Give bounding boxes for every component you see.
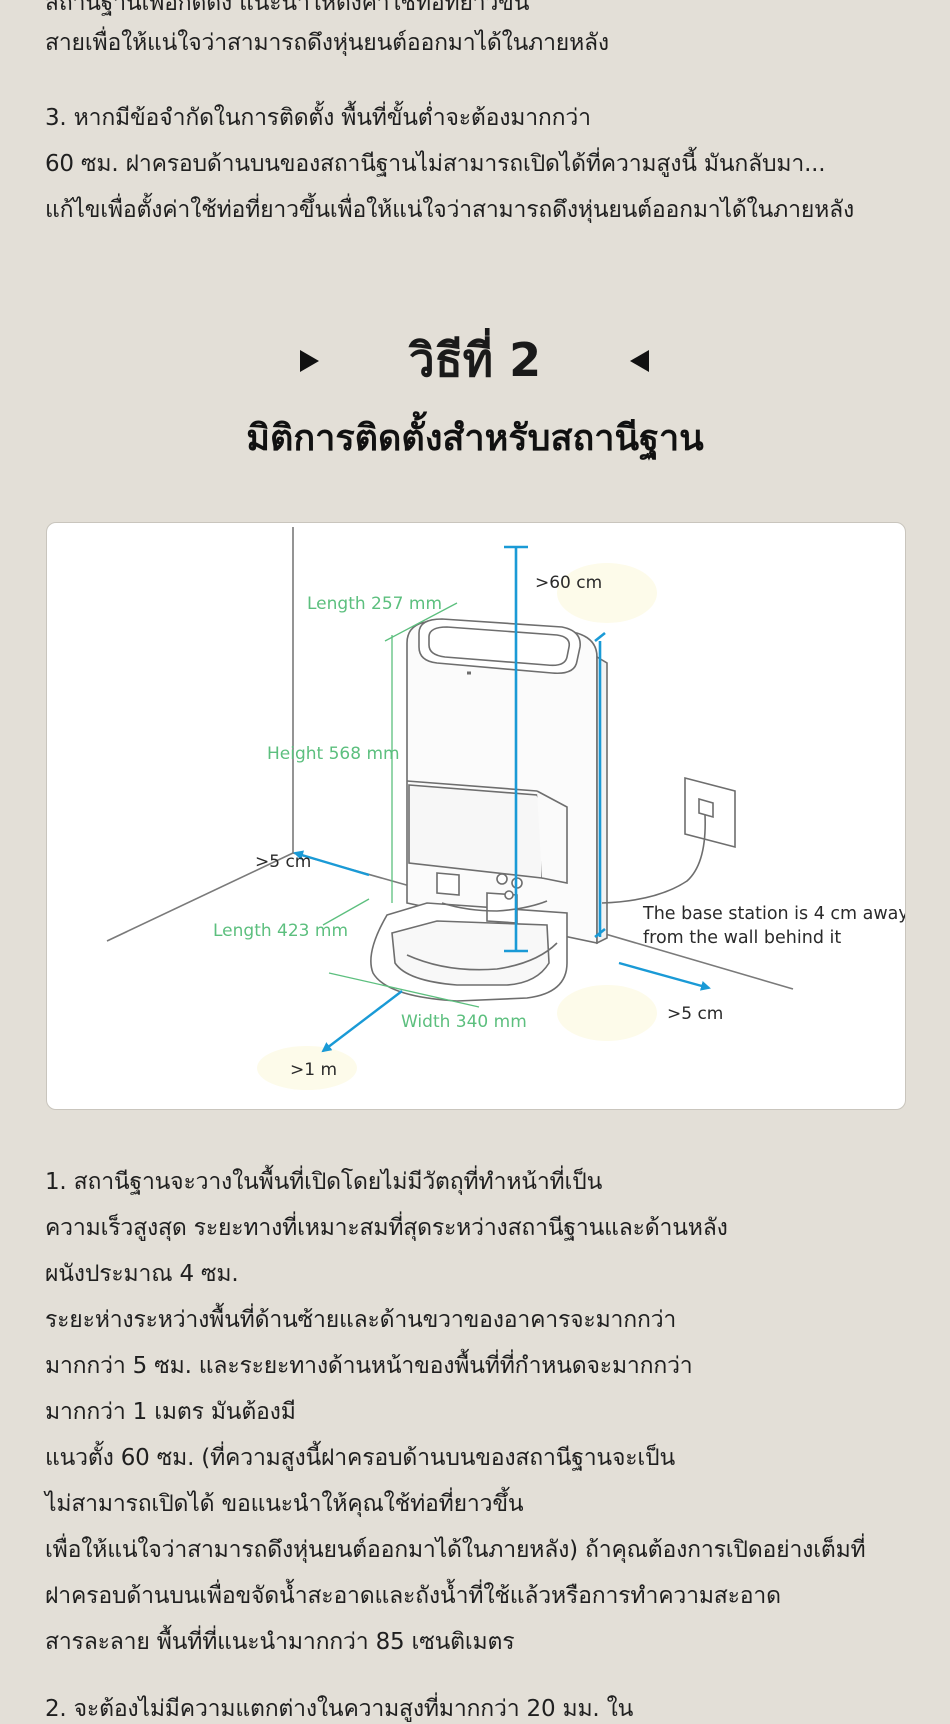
paragraph-line: ผนังประมาณ 4 ซม. bbox=[45, 1261, 239, 1287]
paragraph-line: ระยะห่างระหว่างพื้นที่ด้านซ้ายและด้านขวา… bbox=[45, 1307, 677, 1333]
width-label: Width 340 mm bbox=[401, 1012, 527, 1032]
arrow-front-icon bbox=[321, 990, 403, 1053]
wall-note-line-2: from the wall behind it bbox=[643, 928, 841, 948]
side-right-label: >5 cm bbox=[667, 1004, 723, 1024]
paragraph-line: เพื่อให้แน่ใจว่าสามารถดึงหุ่นยนต์ออกมาได… bbox=[45, 1537, 866, 1563]
length-base-label: Length 423 mm bbox=[213, 921, 348, 941]
installation-diagram: Length 257 mm Height 568 mm >60 cm >5 cm… bbox=[46, 522, 906, 1110]
paragraph-line: แนวตั้ง 60 ซม. (ที่ความสูงนี้ฝาครอบด้านบ… bbox=[45, 1445, 675, 1471]
floor-shadows bbox=[257, 563, 657, 1090]
clearance-arrows bbox=[293, 850, 711, 1053]
paragraph-line: 1. สถานีฐานจะวางในพื้นที่เปิดโดยไม่มีวัต… bbox=[45, 1169, 603, 1195]
paragraph-line: สถานีฐานเพื่อกดดึง แนะนำให้ตั้งค่าใช้ท่อ… bbox=[45, 0, 530, 16]
paragraph-line: 3. หากมีข้อจำกัดในการติดตั้ง พื้นที่ขั้น… bbox=[45, 105, 591, 131]
dimension-lines bbox=[322, 602, 480, 1008]
method-title: วิธีที่ 2 bbox=[408, 333, 542, 387]
base-station bbox=[370, 618, 608, 1002]
wall-outlet bbox=[601, 776, 736, 904]
arrow-right-icon bbox=[618, 961, 711, 991]
clearance-top-label: >60 cm bbox=[535, 573, 602, 593]
method-heading: วิธีที่ 2 bbox=[0, 330, 950, 390]
wall-note-line-1: The base station is 4 cm away bbox=[642, 904, 905, 924]
clearance-lines bbox=[504, 545, 606, 953]
side-left-label: >5 cm bbox=[255, 852, 311, 872]
paragraph-line: สารละลาย พื้นที่ที่แนะนำมากกว่า 85 เซนติ… bbox=[45, 1629, 515, 1655]
paragraph-line: ไม่สามารถเปิดได้ ขอแนะนำให้คุณใช้ท่อที่ย… bbox=[45, 1491, 524, 1517]
paragraph-line: สายเพื่อให้แน่ใจว่าสามารถดึงหุ่นยนต์ออกม… bbox=[45, 30, 609, 56]
paragraph-line: 2. จะต้องไม่มีความแตกต่างในความสูงที่มาก… bbox=[45, 1696, 634, 1722]
paragraph-line: ความเร็วสูงสุด ระยะทางที่เหมาะสมที่สุดระ… bbox=[45, 1215, 728, 1241]
paragraph-line: มากกว่า 5 ซม. และระยะทางด้านหน้าของพื้นท… bbox=[45, 1353, 693, 1379]
paragraph-line: 60 ซม. ฝาครอบด้านบนของสถานีฐานไม่สามารถเ… bbox=[45, 151, 826, 177]
section-subtitle: มิติการติดตั้งสำหรับสถานีฐาน bbox=[246, 418, 704, 459]
triangle-left-icon bbox=[630, 350, 649, 372]
length-top-label: Length 257 mm bbox=[307, 594, 442, 614]
paragraph-line: มากกว่า 1 เมตร มันต้องมี bbox=[45, 1399, 296, 1425]
paragraph-line: ฝาครอบด้านบนเพื่อขจัดน้ำสะอาดและถังน้ำที… bbox=[45, 1583, 781, 1609]
diagram-svg: Length 257 mm Height 568 mm >60 cm >5 cm… bbox=[106, 527, 905, 1090]
arrow-left-icon bbox=[293, 850, 370, 877]
height-label: Height 568 mm bbox=[267, 744, 400, 764]
triangle-right-icon bbox=[300, 350, 319, 372]
front-label: >1 m bbox=[290, 1060, 337, 1080]
paragraph-line: แก้ไขเพื่อตั้งค่าใช้ท่อที่ยาวขึ้นเพื่อให… bbox=[45, 197, 855, 223]
